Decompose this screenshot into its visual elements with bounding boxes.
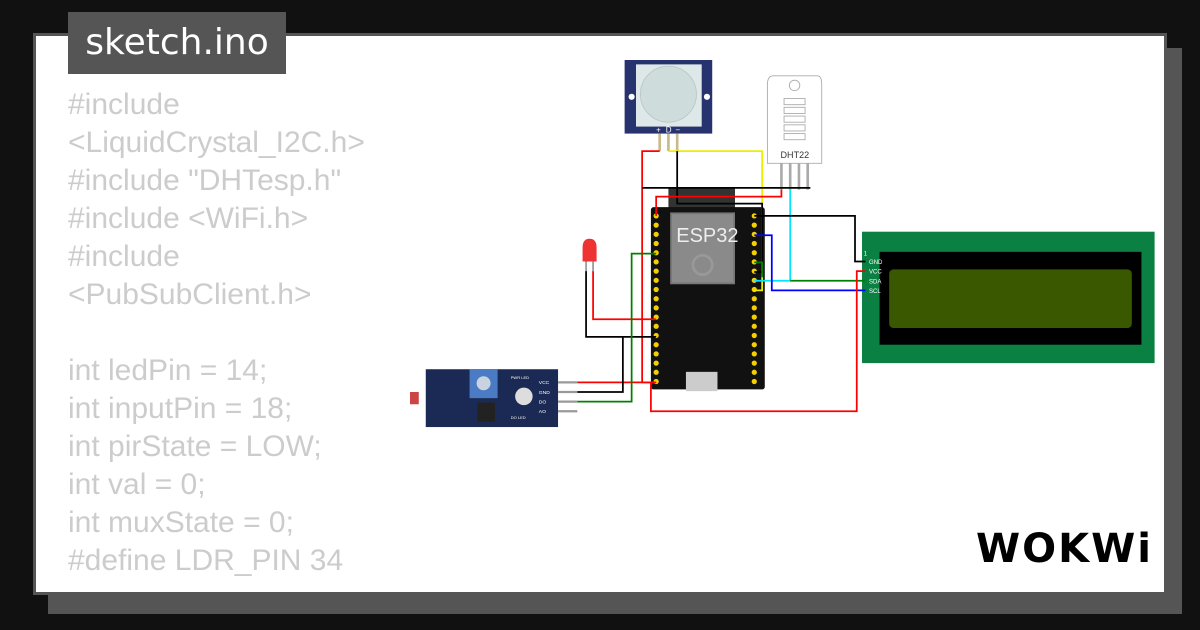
esp32-pin [751,369,757,375]
wire-green [577,252,657,403]
code-line: int inputPin = 18; [68,392,293,425]
code-line: #define LDR_PIN 34 [68,544,344,577]
esp32-pin [653,360,659,366]
dht22-label: DHT22 [781,150,810,160]
lcd-pin-label: SDA [869,279,882,285]
esp32-pin [751,296,757,302]
wokwi-logo: WOKWi [976,526,1153,572]
wire-green [754,261,764,278]
wire-blue [754,234,866,292]
wire-red [650,270,866,413]
esp32-pin [653,240,659,247]
esp32-pin [751,240,757,247]
esp32-label: ESP32 [676,225,738,247]
file-tab[interactable]: sketch.ino [68,12,286,74]
ldr-pin-label: AO [539,409,546,415]
esp32-pin [653,369,659,375]
lcd-pin-label: GND [869,260,883,266]
esp32-pin [653,323,659,329]
ldr-module: PWR LED DO LED VCC GND DO AO [410,369,578,428]
dht22-sensor: DHT22 [766,75,823,190]
esp32-board: ESP32 [650,187,765,392]
wire-black [577,336,624,393]
wire-black [585,271,657,338]
esp32-pin [751,332,757,339]
esp32-pin [653,378,659,385]
esp32-pin [751,222,757,228]
code-line: int muxState = 0; [68,506,294,539]
red-led [582,238,597,272]
lcd-pin-label: VCC [869,270,882,276]
esp32-pin [751,351,757,357]
pir-pin-label: + [656,126,661,135]
esp32-pin [751,323,757,329]
wire-red [592,271,657,321]
esp32-pin [751,305,757,311]
esp32-pin [751,360,757,366]
esp32-pin [653,268,659,274]
esp32-pin [751,342,757,348]
code-line: #include <WiFi.h> [68,202,309,235]
pir-pin-label: D [666,126,672,135]
lcd-pin-label: SCL [869,289,881,295]
esp32-pin [653,286,659,293]
ldr-pin-label: VCC [539,380,550,386]
ldr-label: DO LED [511,415,526,420]
code-line: int pirState = LOW; [68,430,322,463]
wire-black [754,215,866,263]
esp32-pin [653,259,659,265]
esp32-pin [751,250,757,256]
ldr-label: PWR LED [511,375,529,380]
lcd-pin1-label: 1 [864,251,868,257]
esp32-pin [751,378,757,385]
esp32-pin [653,231,659,237]
code-preview: #include <LiquidCrystal_I2C.h> #include "… [68,86,398,580]
code-line: #include <PubSubClient.h> [68,240,312,311]
pir-pin-label: − [675,126,680,135]
pir-sensor: + D − [624,60,713,152]
wire-red [655,189,783,216]
esp32-pin [653,296,659,302]
code-line: #include "DHTesp.h" [68,164,342,197]
esp32-pin [653,305,659,311]
esp32-pin [751,314,757,320]
code-line: int ledPin = 14; [68,354,268,387]
ldr-pin-label: DO [539,399,547,405]
code-line: #include <LiquidCrystal_I2C.h> [68,88,365,159]
lcd-1602: 1 GND VCC SDA SCL [862,231,1155,364]
esp32-pin [653,342,659,348]
wire-black [676,151,764,273]
wires [577,150,866,413]
esp32-pin [653,277,659,283]
esp32-pin [653,351,659,357]
code-line: int val = 0; [68,468,206,501]
ldr-pin-label: GND [539,390,550,396]
esp32-pin [653,222,659,228]
